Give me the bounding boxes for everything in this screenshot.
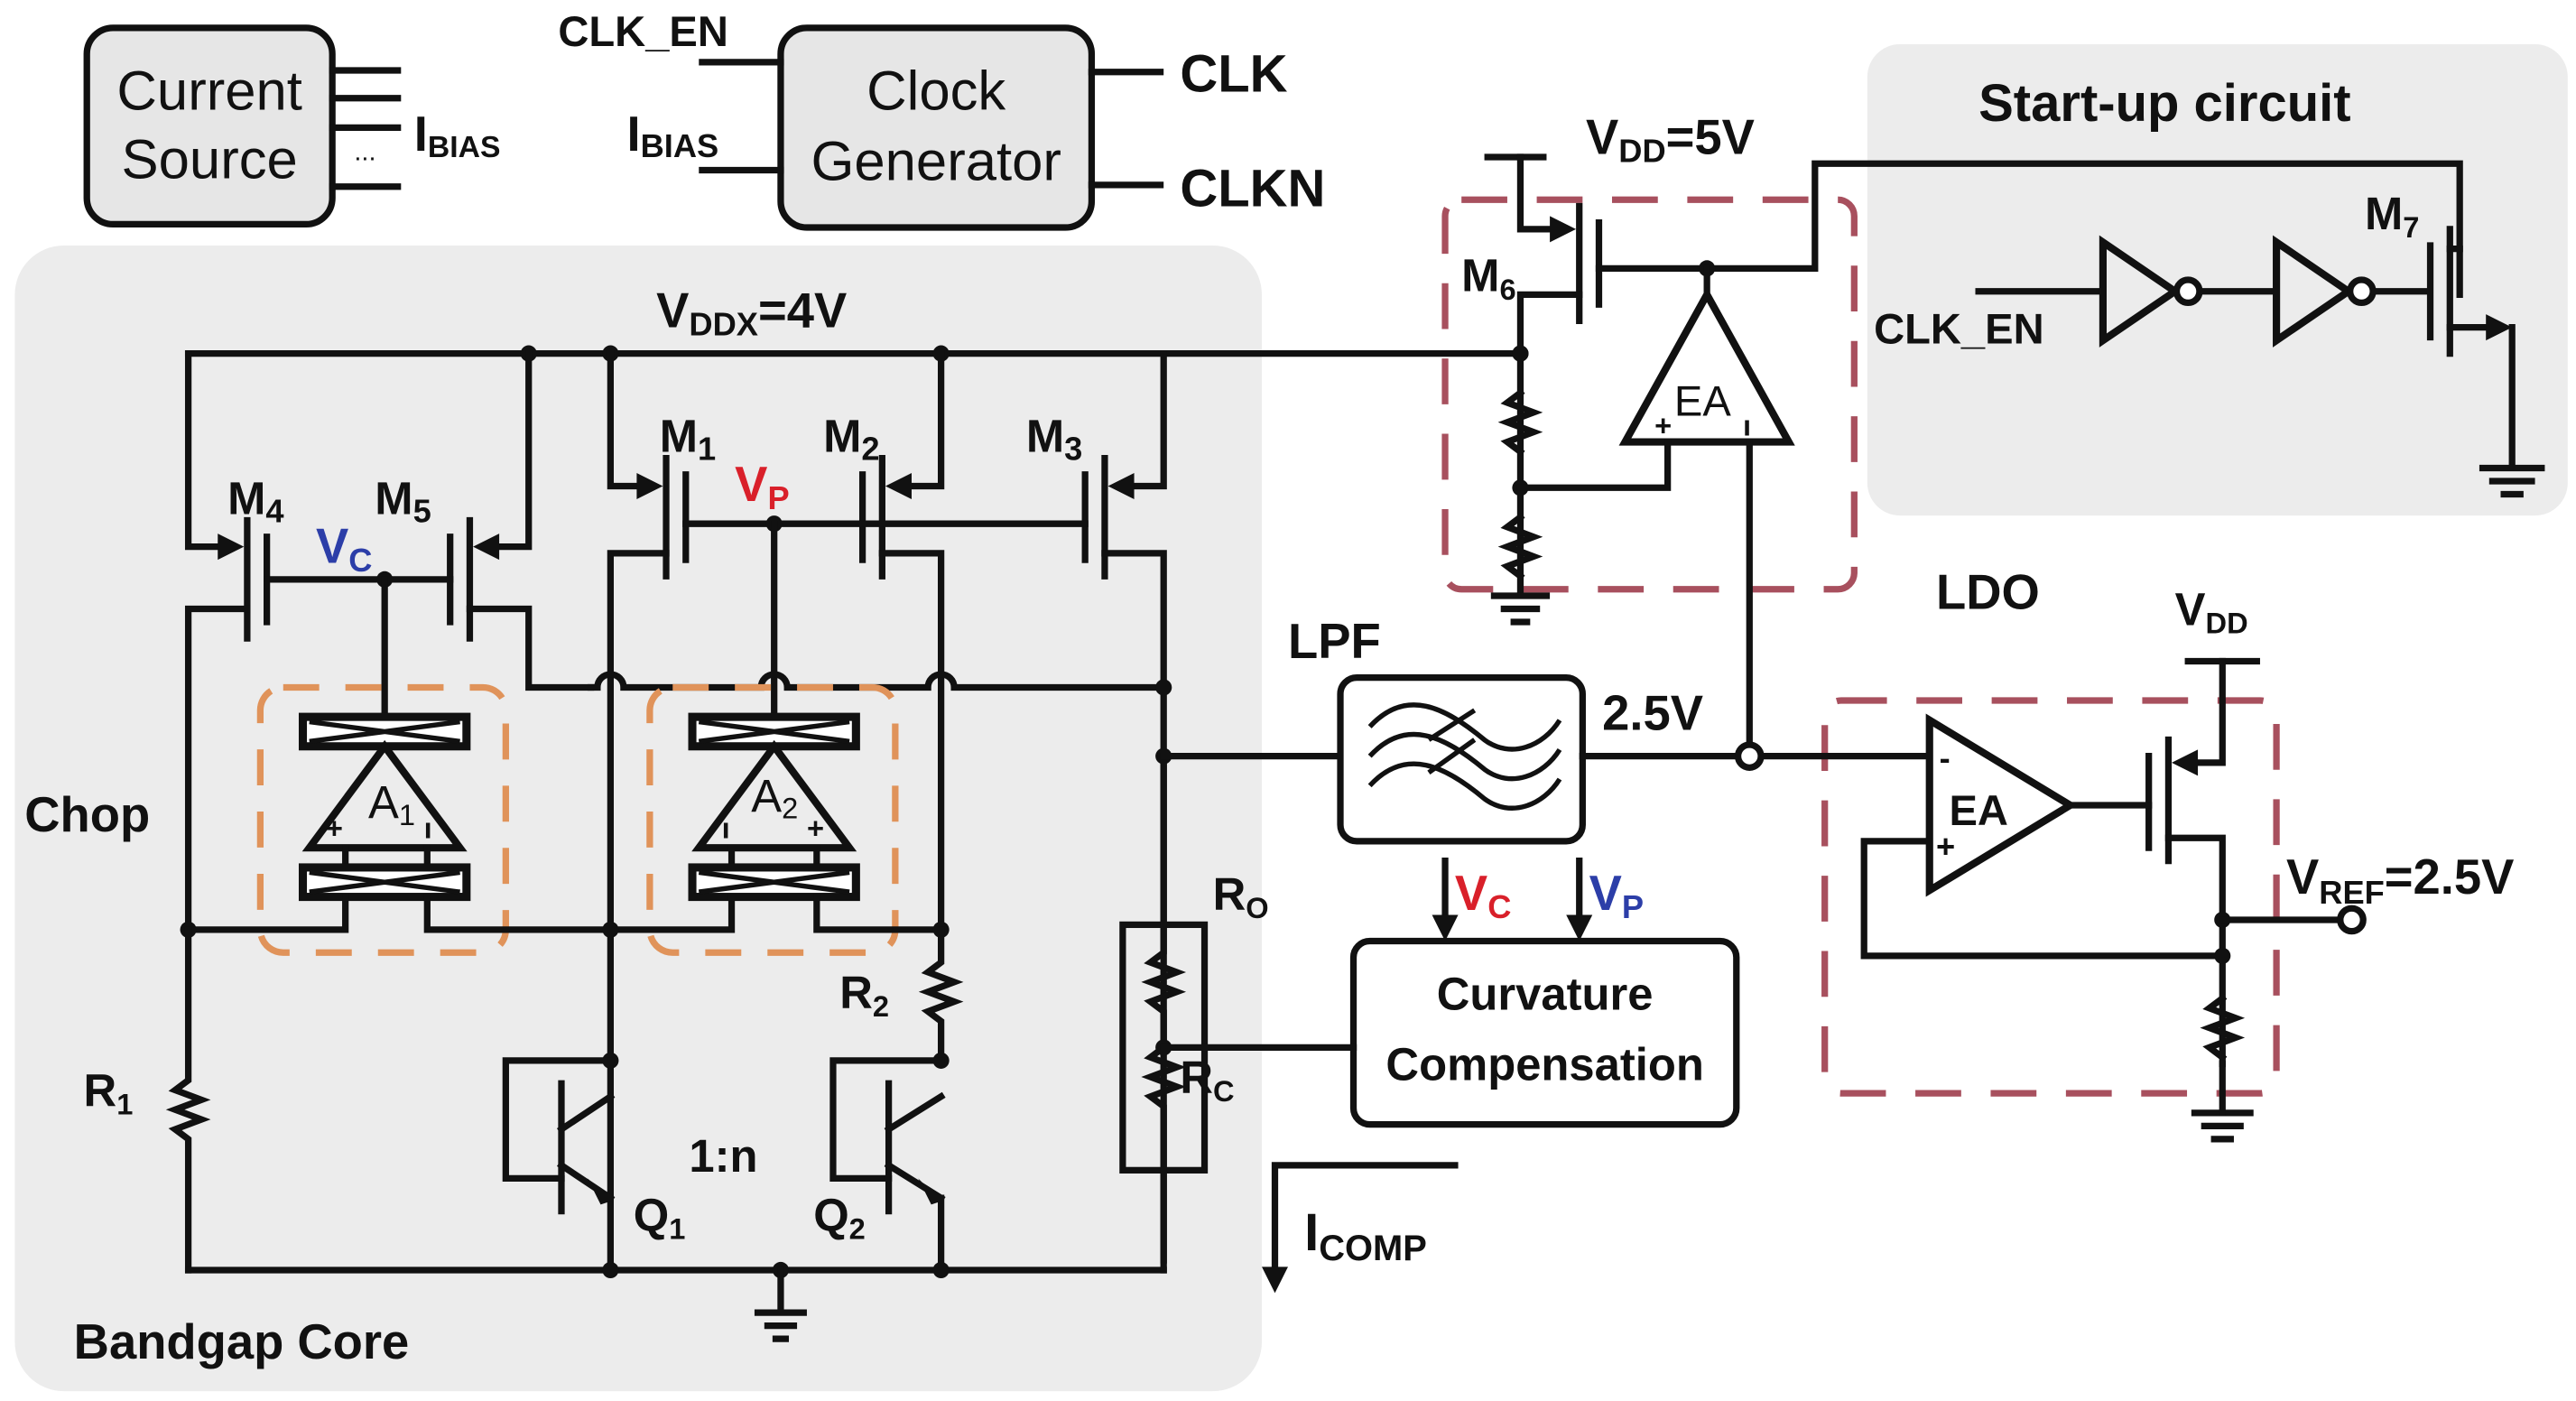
a2-label: A2 — [751, 770, 798, 824]
bandgap-core-title: Bandgap Core — [74, 1314, 410, 1369]
bandgap-core: VDDX=4V M4 M5 VC — [24, 283, 1529, 1369]
regulator-dashed-box — [1441, 196, 1858, 593]
ea1-plus: + — [1654, 408, 1672, 441]
chop-label: Chop — [24, 787, 150, 842]
a1-minus: ı — [424, 811, 432, 844]
vdd-5v-label: VDD=5V — [1586, 109, 1755, 169]
startup-clk-en-label: CLK_EN — [1874, 305, 2044, 353]
chopper-amp-a1: A1 + ı — [184, 712, 615, 933]
startup-circuit: Start-up circuit CLK_EN M7 — [1874, 74, 2545, 498]
crossover-wire — [587, 671, 1167, 691]
m5-label: M5 — [375, 472, 431, 529]
ratio-label: 1:n — [689, 1130, 757, 1182]
inverter-bubble-1 — [2173, 276, 2203, 307]
transistor-m2: M2 — [823, 350, 945, 933]
chop-box-2 — [646, 683, 899, 956]
ldo-ea-plus: + — [1936, 828, 1955, 865]
bias-ellipsis: ... — [354, 138, 375, 167]
ldo-dashed-box — [1821, 697, 2280, 1097]
clock-generator-block: Clock Generator CLK_EN IBIAS CLK CLKN — [558, 7, 1325, 231]
ea1-label: EA — [1674, 377, 1731, 425]
ldo-ea-label: EA — [1949, 786, 2007, 834]
m6-label: M6 — [1461, 250, 1515, 306]
ibias-label: IBIAS — [414, 107, 501, 164]
curvature-label-2: Compensation — [1385, 1039, 1703, 1090]
transistor-m4: M4 — [184, 350, 284, 933]
ea1-minus: ı — [1743, 408, 1751, 441]
rc-label: RC — [1180, 1052, 1234, 1108]
ground-icon — [2191, 1060, 2254, 1143]
r1-label: R1 — [84, 1065, 134, 1121]
bjt-q1: Q1 — [502, 1052, 686, 1246]
ground-icon — [754, 1266, 807, 1342]
q1-label: Q1 — [634, 1189, 686, 1245]
ground-icon — [2479, 464, 2545, 498]
vddx-label: VDDX=4V — [656, 283, 847, 343]
resistor-r2: R2 — [839, 926, 964, 1064]
lpf-output-voltage: 2.5V — [1602, 686, 1703, 741]
clock-gen-label-2: Generator — [811, 130, 1061, 192]
current-source-label-1: Current — [116, 60, 301, 122]
bandgap-core-region — [14, 245, 1262, 1392]
vc-node-label: VC — [316, 519, 372, 579]
curvature-label-1: Curvature — [1437, 969, 1654, 1020]
a2-minus: ı — [722, 811, 730, 844]
current-source-block: Current Source ... IBIAS — [83, 24, 501, 228]
m3-label: M3 — [1026, 410, 1082, 467]
lpf-output-node — [1734, 741, 1765, 771]
resistor-r1: R1 — [84, 926, 211, 1274]
ldo-ea-minus: - — [1940, 739, 1951, 776]
lpf-label: LPF — [1288, 614, 1381, 669]
vp-node-label: VP — [735, 457, 789, 516]
startup-title: Start-up circuit — [1978, 74, 2351, 133]
ldo-vdd-label: VDD — [2175, 584, 2248, 640]
ldo: LDO VDD EA - + VREF=2.5V — [1759, 564, 2514, 1143]
curvature-vp-label: VP — [1589, 866, 1644, 925]
clk-en-input-label: CLK_EN — [558, 7, 728, 55]
bjt-q2: Q2 — [813, 1052, 950, 1274]
m7-label: M7 — [2365, 188, 2419, 244]
transistor-m1: M1 — [607, 350, 716, 1264]
vddx-regulator: VDD=5V M6 EA + ı — [1441, 109, 2463, 760]
q2-label: Q2 — [813, 1189, 866, 1245]
clock-ibias-label: IBIAS — [627, 107, 719, 164]
inverter-bubble-2 — [2347, 276, 2377, 307]
clk-output-label: CLK — [1180, 45, 1287, 104]
chopper-amp-a2: A2 ı + — [607, 712, 945, 933]
icomp-label: ICOMP — [1304, 1203, 1427, 1268]
m4-label: M4 — [227, 472, 283, 529]
ldo-label: LDO — [1936, 564, 2040, 619]
curvature-vc-label: VC — [1455, 866, 1511, 925]
ground-icon — [1490, 592, 1551, 626]
icomp: ICOMP — [1261, 1162, 1459, 1294]
chop-box-1 — [256, 683, 509, 956]
ro-label: RO — [1213, 868, 1269, 924]
clock-gen-label-1: Clock — [866, 60, 1005, 122]
vref-output-terminal — [2337, 905, 2367, 935]
m1-label: M1 — [660, 410, 716, 467]
curvature-compensation-block: Curvature Compensation VC VP — [1160, 858, 1740, 1128]
current-source-label-2: Source — [122, 129, 298, 191]
a2-plus: + — [807, 811, 824, 844]
vref-label: VREF=2.5V — [2286, 849, 2514, 911]
r2-label: R2 — [839, 967, 889, 1023]
a1-plus: + — [326, 811, 343, 844]
m2-label: M2 — [823, 410, 879, 467]
a1-label: A1 — [368, 777, 415, 831]
clkn-output-label: CLKN — [1180, 159, 1325, 218]
resistor-ro-rc: RO RC — [1119, 753, 1269, 1274]
